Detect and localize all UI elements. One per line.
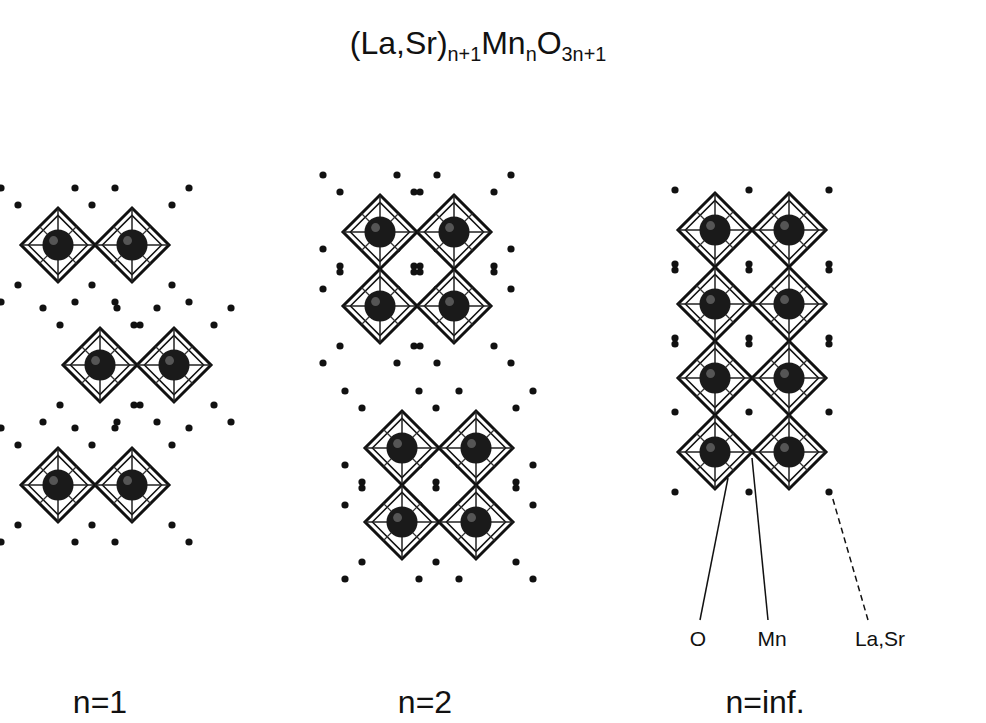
mno6-octahedron: [365, 485, 439, 559]
atom-label: La,Sr: [855, 628, 905, 649]
mno6-octahedron: [678, 415, 752, 489]
atom-label: Mn: [757, 628, 786, 649]
mno6-octahedron: [439, 485, 513, 559]
mno6-octahedron: [343, 195, 417, 269]
mno6-octahedron: [21, 208, 95, 282]
mno6-octahedron: [678, 341, 752, 415]
atom-label: O: [690, 628, 706, 649]
leader-line: [752, 458, 768, 620]
mno6-octahedron: [752, 193, 826, 267]
structure-n1: [0, 184, 235, 545]
mno6-octahedron: [21, 448, 95, 522]
mno6-octahedron: [417, 269, 491, 343]
mno6-octahedron: [752, 415, 826, 489]
mno6-octahedron: [417, 195, 491, 269]
leader-lines: [700, 458, 868, 620]
mno6-octahedron: [752, 267, 826, 341]
structure-label: n=1: [73, 686, 127, 718]
mno6-octahedron: [678, 193, 752, 267]
mno6-octahedron: [343, 269, 417, 343]
leader-line: [700, 478, 728, 620]
mno6-octahedron: [439, 411, 513, 485]
mno6-octahedron: [678, 267, 752, 341]
mno6-octahedron: [63, 328, 137, 402]
mno6-octahedron: [365, 411, 439, 485]
mno6-octahedron: [95, 448, 169, 522]
mno6-octahedron: [95, 208, 169, 282]
formula-title: (La,Sr)n+1MnnO3n+1: [350, 27, 606, 65]
la-sr-atoms: [319, 171, 536, 582]
mno6-octahedron: [752, 341, 826, 415]
mno6-octahedron: [137, 328, 211, 402]
structure-ninf: [671, 186, 832, 495]
la-sr-atoms: [0, 184, 235, 545]
leader-line: [832, 496, 868, 620]
la-sr-atoms: [671, 186, 832, 495]
structure-n2: [319, 171, 536, 582]
structure-label: n=inf.: [725, 686, 804, 718]
structure-label: n=2: [398, 686, 452, 718]
